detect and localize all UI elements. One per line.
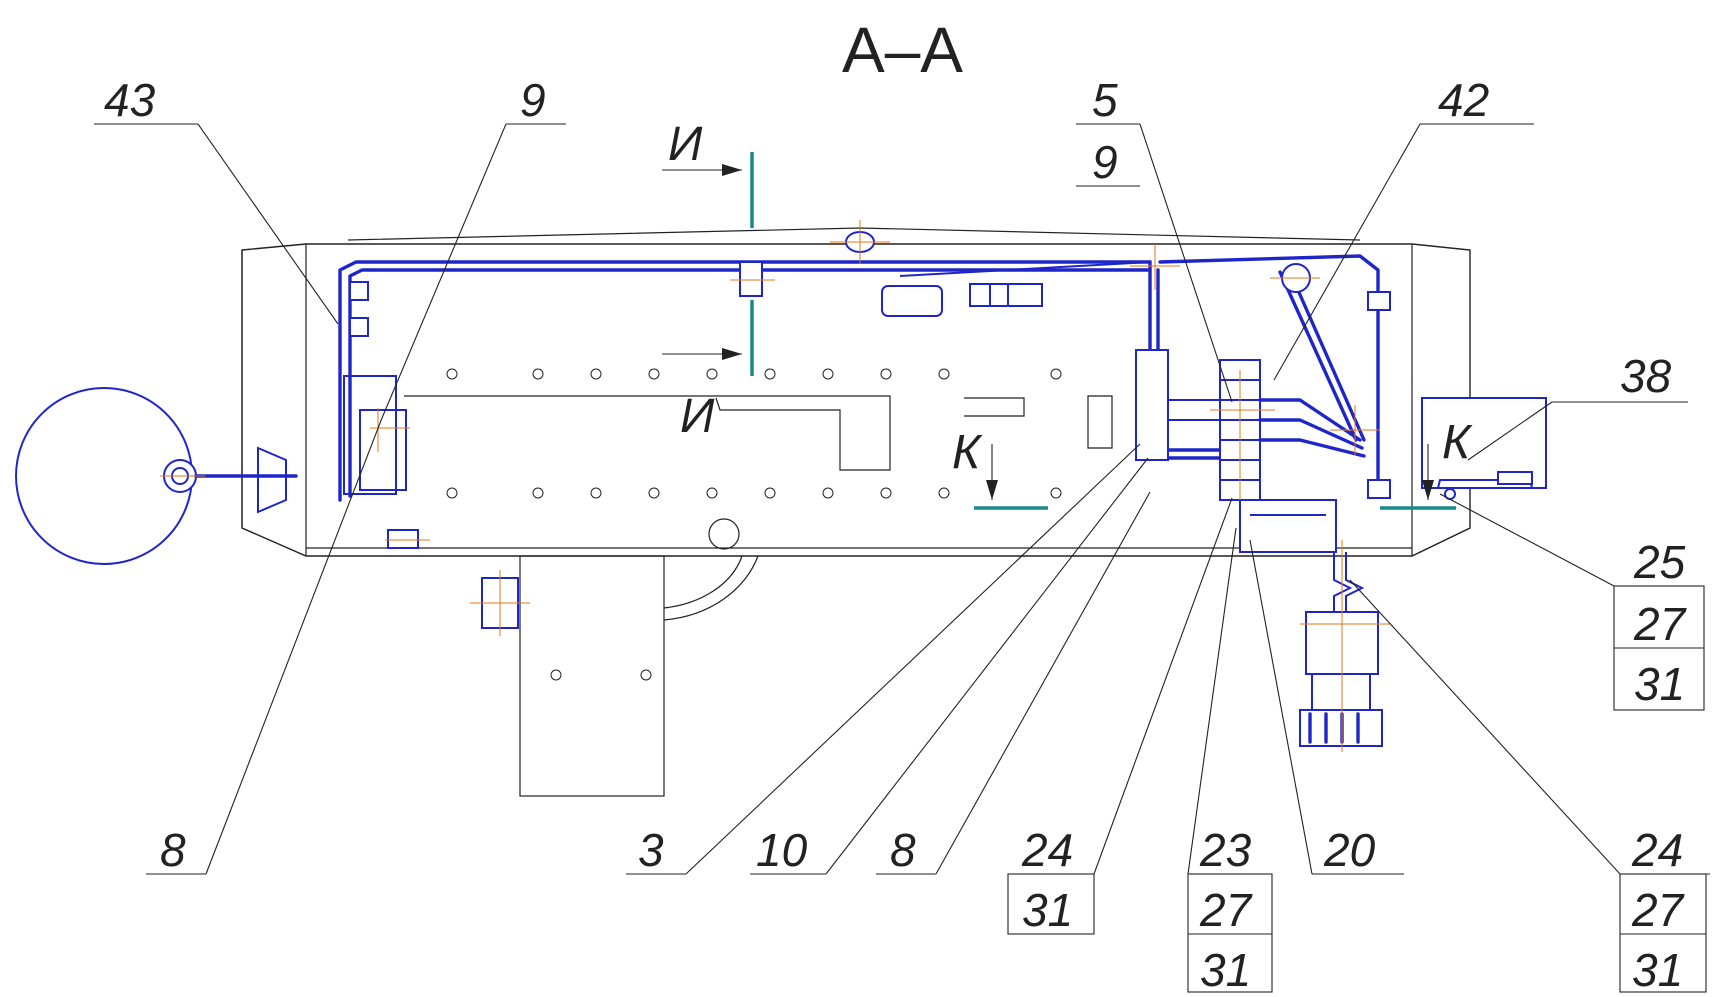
section-mark-k-left: К (952, 426, 983, 479)
callout-31-a: 31 (1634, 658, 1685, 710)
callout-27-b: 27 (1199, 884, 1253, 936)
mounting-bracket (470, 555, 759, 797)
callout-8-left: 8 (160, 824, 186, 876)
callout-9-left: 9 (520, 74, 546, 126)
cable-reel (15, 387, 298, 565)
callout-24-a: 24 (1021, 824, 1073, 876)
inner-channels (404, 395, 1113, 471)
callout-27-c: 27 (1631, 884, 1685, 936)
callout-24-b: 24 (1631, 824, 1683, 876)
callout-27-a: 27 (1633, 598, 1687, 650)
cable-harness (338, 220, 1391, 502)
bottom-connector (1299, 540, 1390, 752)
section-title: А–А (842, 14, 963, 86)
terminal-block (1135, 349, 1380, 553)
callout-9-right: 9 (1092, 136, 1118, 188)
section-arrows (662, 164, 1434, 500)
section-mark-i-bottom: И (680, 390, 715, 443)
section-mark-k-right: К (1442, 416, 1473, 469)
callout-31-b: 31 (1022, 884, 1073, 936)
callout-5: 5 (1092, 74, 1118, 126)
side-box (1421, 397, 1547, 500)
section-mark-i-top: И (668, 118, 703, 171)
callout-31-c: 31 (1200, 944, 1251, 996)
label-boxes (1007, 585, 1707, 993)
callout-20: 20 (1323, 824, 1376, 876)
section-cut-lines (750, 152, 1456, 510)
callout-10: 10 (756, 824, 808, 876)
left-connector-block (343, 375, 430, 549)
callout-38: 38 (1620, 350, 1672, 402)
leader-lines (94, 123, 1710, 875)
callout-8-mid: 8 (890, 824, 916, 876)
callout-31-d: 31 (1632, 944, 1683, 996)
callout-42: 42 (1438, 74, 1489, 126)
callout-23: 23 (1199, 824, 1252, 876)
callout-43: 43 (104, 74, 156, 126)
callout-25: 25 (1633, 536, 1686, 588)
hole-rows (446, 368, 1062, 550)
callout-3: 3 (638, 824, 664, 876)
